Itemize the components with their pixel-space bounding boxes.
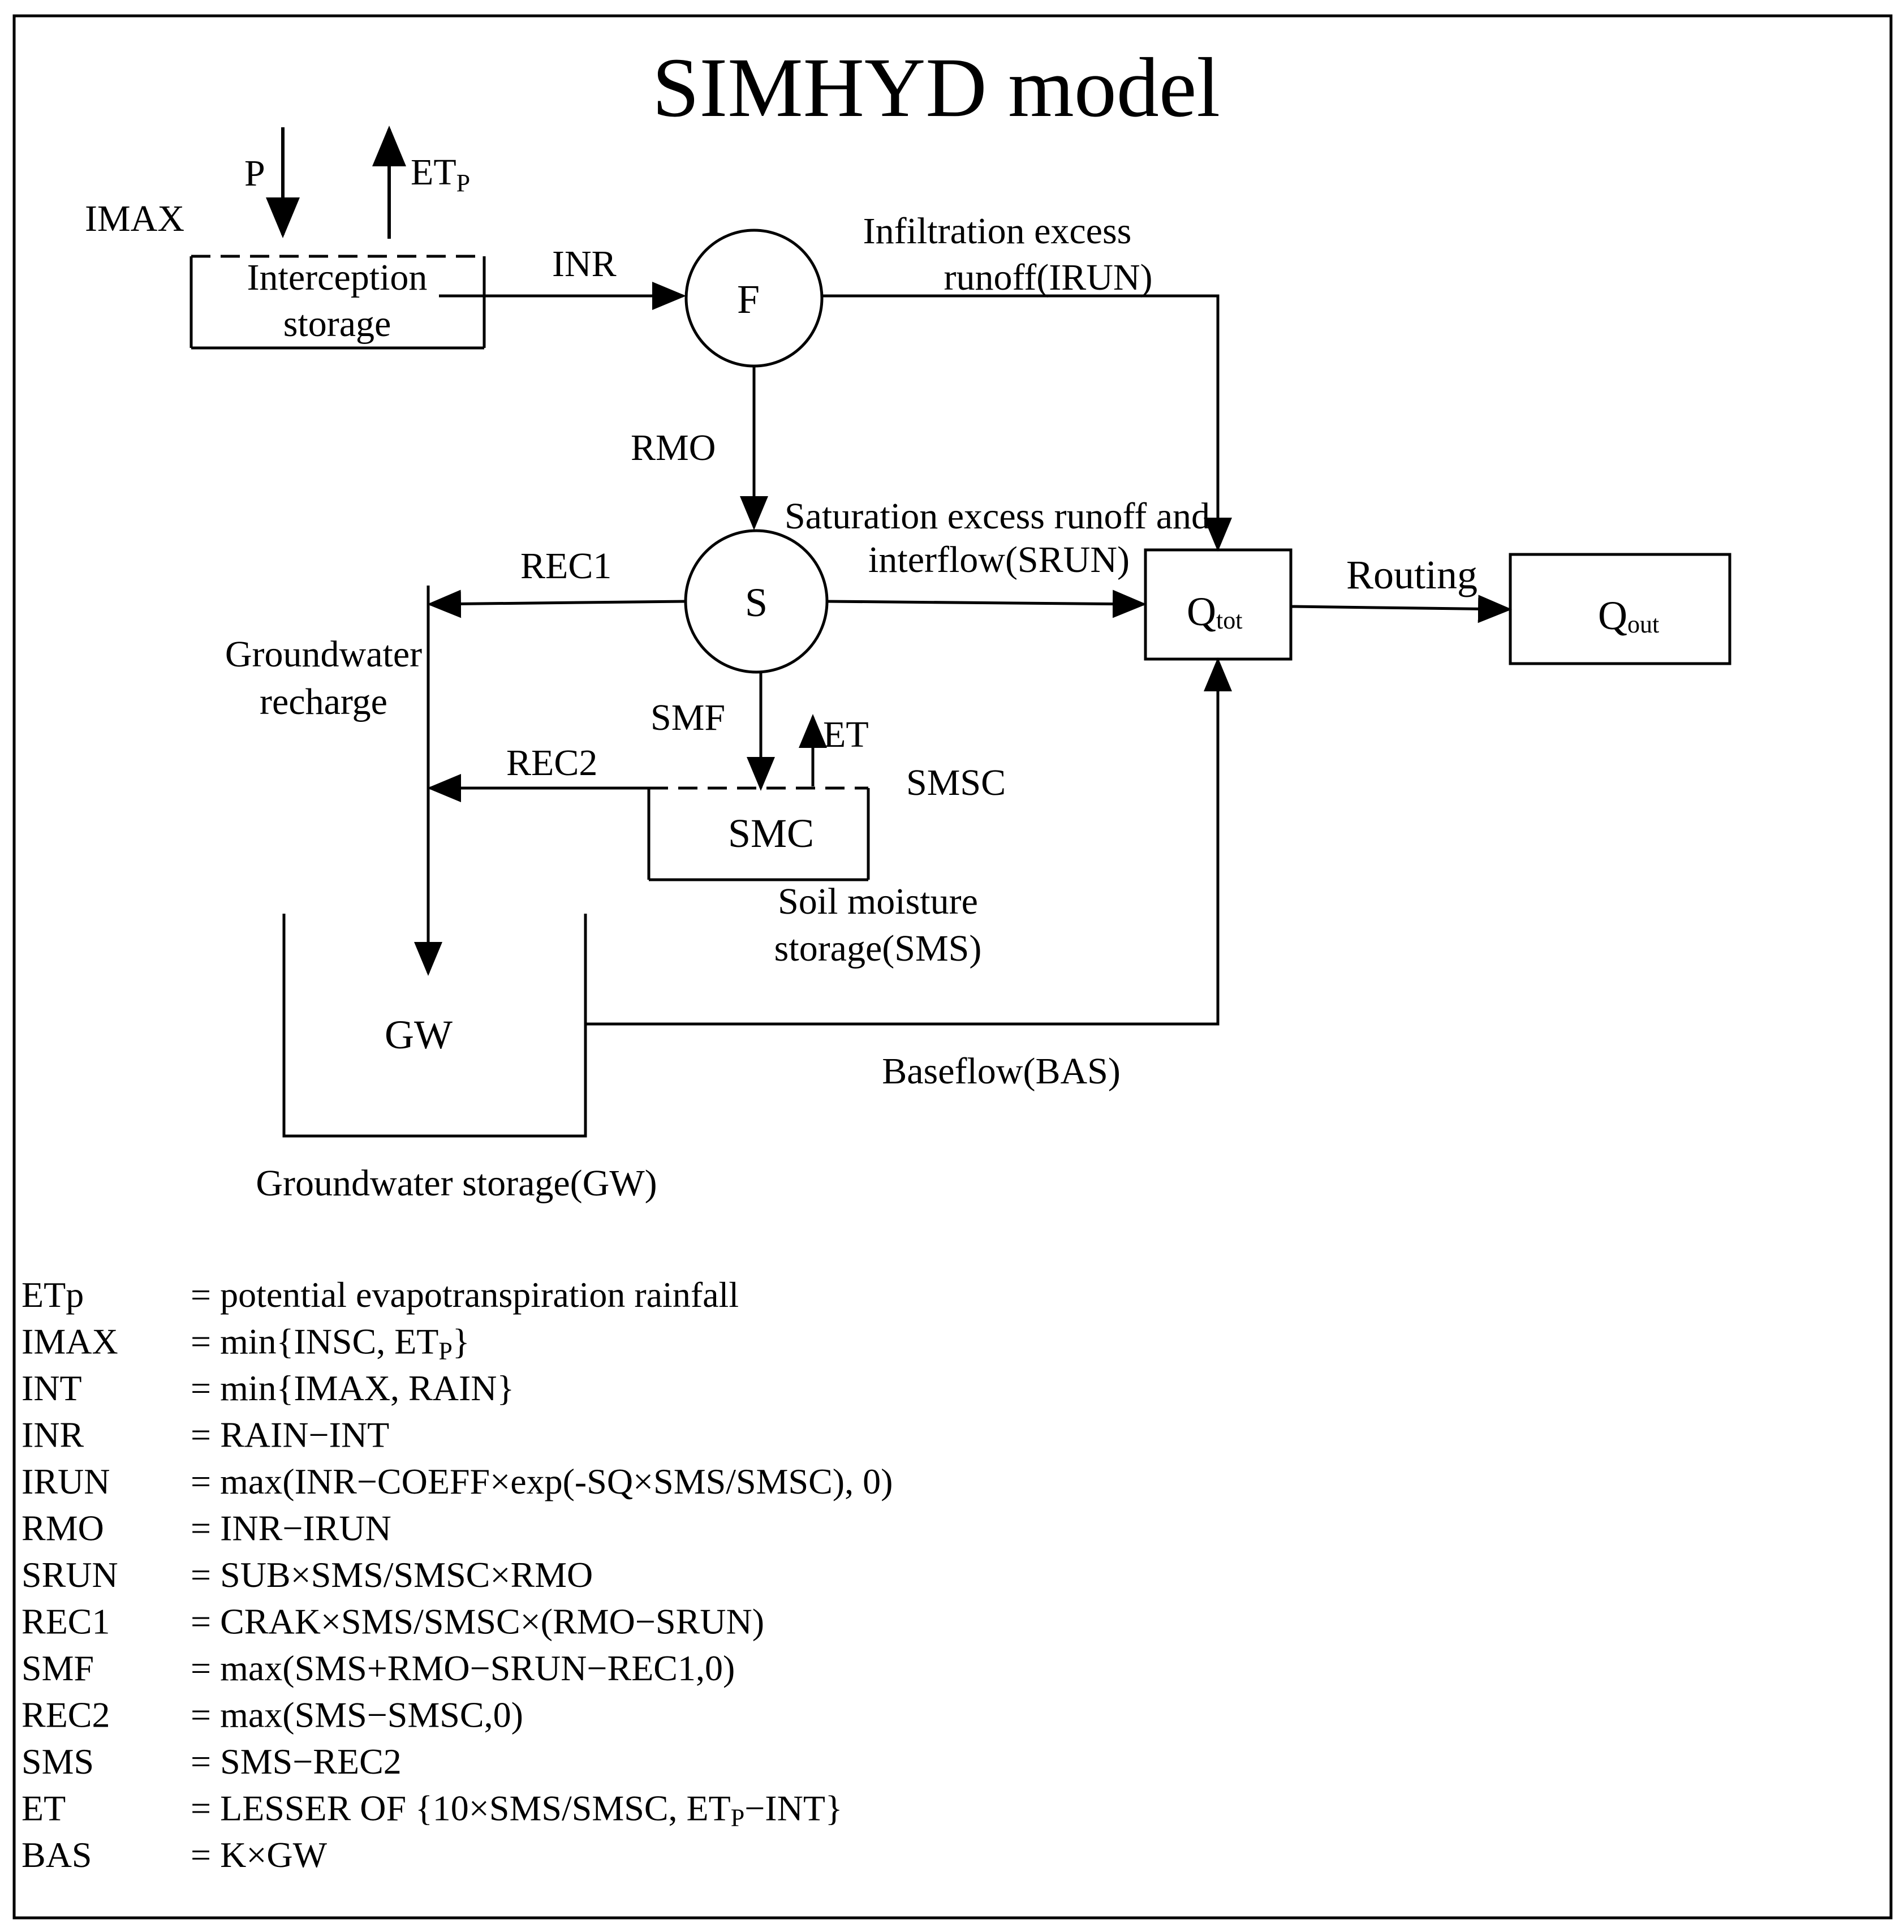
definitions-list: ETp = potential evapotranspiration rainfa… [21, 1275, 893, 1875]
qtot-label: Qtot [1187, 589, 1242, 634]
definition-formula: = K×GW [191, 1835, 328, 1875]
definition-formula: = potential evapotranspiration rainfall [191, 1275, 739, 1315]
outer-frame [12, 14, 1893, 1920]
srun-label-line1: Saturation excess runoff and [785, 496, 1210, 537]
qtot-box [1144, 548, 1293, 661]
sms-label-line2: storage(SMS) [774, 928, 982, 969]
etp-label: ETP [411, 152, 470, 197]
definition-formula: = INR−IRUN [191, 1508, 391, 1548]
definition-row: ETp = potential evapotranspiration rainfa… [21, 1275, 739, 1315]
inr-label: INR [552, 243, 617, 285]
definition-formula: = max(SMS−SMSC,0) [191, 1695, 523, 1735]
rec1-label: REC1 [520, 545, 611, 587]
definition-term: IMAX [21, 1322, 118, 1362]
p-label: P [244, 153, 265, 194]
definition-term: RMO [21, 1508, 104, 1548]
definition-formula: = min{IMAX, RAIN} [191, 1368, 514, 1408]
definition-row: RMO = INR−IRUN [21, 1508, 391, 1548]
irun-label-line1: Infiltration excess [863, 210, 1132, 252]
gw-storage-label: Groundwater storage(GW) [256, 1163, 657, 1204]
s-label: S [745, 580, 768, 625]
smf-label: SMF [651, 697, 725, 738]
definition-term: REC2 [21, 1695, 110, 1735]
baseflow-arrow [585, 657, 1232, 1026]
definition-formula: = RAIN−INT [191, 1415, 389, 1455]
definition-term: SMS [21, 1741, 94, 1782]
gw-recharge-label-line2: recharge [260, 681, 387, 722]
diagram-title: SIMHYD model [652, 41, 1220, 135]
definition-term: ET [21, 1788, 66, 1828]
routing-arrow [1290, 595, 1512, 623]
definition-row: IMAX = min{INSC, ETP} [21, 1322, 470, 1365]
definition-term: INT [21, 1368, 82, 1408]
interception-storage-box [189, 255, 486, 350]
irun-arrow [822, 294, 1232, 552]
routing-label: Routing [1346, 552, 1477, 597]
definition-term: SMF [21, 1648, 94, 1688]
srun-arrow [826, 590, 1147, 618]
gw-label: GW [385, 1012, 453, 1057]
srun-label-line2: interflow(SRUN) [868, 539, 1130, 580]
definition-formula: = CRAK×SMS/SMSC×(RMO−SRUN) [191, 1602, 764, 1642]
definition-row: SMS = SMS−REC2 [21, 1741, 402, 1782]
definition-row: SMF = max(SMS+RMO−SRUN−REC1,0) [21, 1648, 735, 1688]
definition-formula: = SUB×SMS/SMSC×RMO [191, 1555, 593, 1595]
definition-row: BAS = K×GW [21, 1835, 328, 1875]
definition-row: INR = RAIN−INT [21, 1415, 389, 1455]
baseflow-label: Baseflow(BAS) [882, 1051, 1121, 1092]
interception-label-line2: storage [283, 303, 391, 345]
rec1-arrow [427, 590, 686, 618]
smc-box [647, 786, 870, 881]
definition-row: IRUN = max(INR−COEFF×exp(-SQ×SMS/SMSC), 0… [21, 1461, 893, 1501]
definition-row: REC1 = CRAK×SMS/SMSC×(RMO−SRUN) [21, 1602, 764, 1642]
rec2-label: REC2 [506, 742, 597, 784]
et-label: ET [823, 714, 869, 755]
definition-term: ETp [21, 1275, 84, 1315]
definition-row: ET = LESSER OF {10×SMS/SMSC, ETP−INT} [21, 1788, 843, 1832]
rmo-label: RMO [631, 427, 716, 468]
definition-term: INR [21, 1415, 84, 1455]
definition-formula: = LESSER OF {10×SMS/SMSC, ETP−INT} [191, 1788, 843, 1832]
definition-formula: = SMS−REC2 [191, 1741, 402, 1782]
smsc-label: SMSC [906, 762, 1006, 803]
definition-term: IRUN [21, 1461, 110, 1501]
definition-term: REC1 [21, 1602, 110, 1642]
definition-formula: = max(SMS+RMO−SRUN−REC1,0) [191, 1648, 735, 1688]
interception-label-line1: Interception [247, 257, 428, 298]
f-label: F [737, 277, 760, 322]
irun-label-line2: runoff(IRUN) [944, 257, 1152, 298]
definition-row: REC2 = max(SMS−SMSC,0) [21, 1695, 523, 1735]
gw-recharge-label-line1: Groundwater [225, 634, 422, 675]
qout-box [1509, 553, 1731, 665]
sms-label-line1: Soil moisture [778, 881, 978, 922]
definition-row: INT = min{IMAX, RAIN} [21, 1368, 514, 1408]
definition-formula: = min{INSC, ETP} [191, 1322, 470, 1365]
definition-term: BAS [21, 1835, 92, 1875]
imax-label: IMAX [85, 198, 184, 239]
definition-term: SRUN [21, 1555, 118, 1595]
smc-label: SMC [728, 811, 814, 856]
definition-row: SRUN = SUB×SMS/SMSC×RMO [21, 1555, 593, 1595]
definition-formula: = max(INR−COEFF×exp(-SQ×SMS/SMSC), 0) [191, 1461, 893, 1501]
qout-label: Qout [1598, 593, 1659, 638]
